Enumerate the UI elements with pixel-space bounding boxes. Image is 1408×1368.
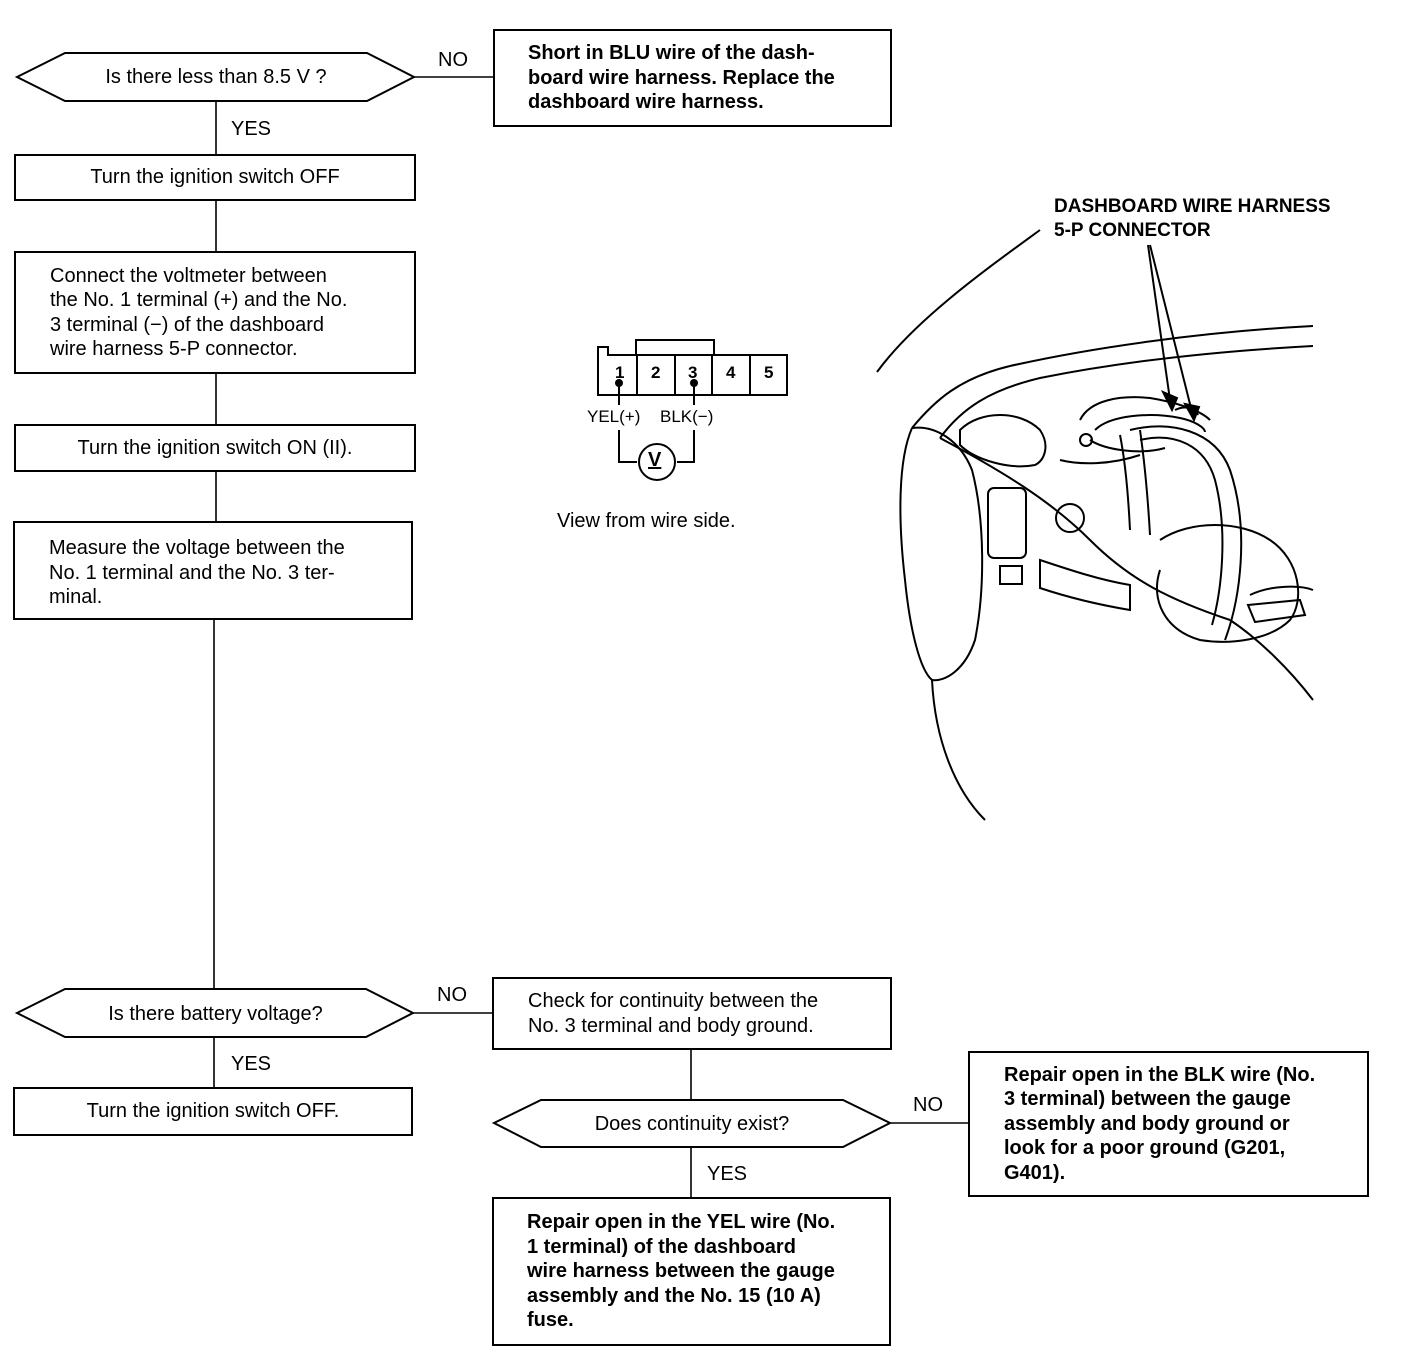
yel-wire-label: YEL(+) [587,407,641,426]
decision-shape-q1 [14,52,417,102]
voltmeter-symbol: V [648,449,662,471]
result-repair-yel-wire: Repair open in the YEL wire (No. 1 termi… [492,1197,891,1346]
result-repair-yel-wire-text: Repair open in the YEL wire (No. 1 termi… [527,1211,836,1332]
terminal-5-label: 5 [764,363,774,382]
decision-shape-q2 [14,988,416,1038]
terminal-1-label: 1 [615,363,625,382]
step-turn-ignition-off-text: Turn the ignition switch OFF [90,166,340,189]
decision-q3-text: Does continuity exist? [594,1113,790,1135]
step-turn-ignition-on-text: Turn the ignition switch ON (II). [77,436,353,459]
result-short-blu-wire: Short in BLU wire of the dash- board wir… [493,29,892,127]
step-connect-voltmeter: Connect the voltmeter between the No. 1 … [14,251,416,374]
terminal-4-label: 4 [726,363,736,382]
connector-callout: DASHBOARD WIRE HARNESS 5-P CONNECTOR [1054,196,1331,241]
decision-q2-text: Is there battery voltage? [108,1003,323,1025]
step-turn-ignition-off-2-text: Turn the ignition switch OFF. [86,1100,340,1123]
step-connect-voltmeter-text: Connect the voltmeter between the No. 1 … [50,264,348,361]
connector-diagram [597,339,788,481]
step-turn-ignition-on: Turn the ignition switch ON (II). [14,424,416,472]
step-check-continuity: Check for continuity between the No. 3 t… [492,977,892,1050]
connector-caption: View from wire side. [557,510,736,532]
q2-yes-label: YES [231,1053,272,1075]
q2-no-label: NO [437,984,467,1006]
decision-shape-q3 [491,1099,893,1148]
result-short-blu-wire-text: Short in BLU wire of the dash- board wir… [528,42,835,114]
result-repair-blk-wire-text: Repair open in the BLK wire (No. 3 termi… [1004,1063,1316,1184]
q1-yes-label: YES [231,118,272,140]
terminal-2-label: 2 [651,363,661,382]
q3-yes-label: YES [707,1163,748,1185]
step-turn-ignition-off: Turn the ignition switch OFF [14,154,416,201]
dashboard-illustration [876,229,1314,821]
terminal-3-label: 3 [688,363,698,382]
blk-wire-label: BLK(−) [660,407,714,426]
result-repair-blk-wire: Repair open in the BLK wire (No. 3 termi… [968,1051,1369,1197]
step-check-continuity-text: Check for continuity between the No. 3 t… [528,990,819,1037]
step-measure-voltage: Measure the voltage between the No. 1 te… [13,521,413,620]
q1-no-label: NO [438,49,468,71]
decision-q1-text: Is there less than 8.5 V ? [105,66,327,88]
q3-no-label: NO [913,1094,943,1116]
step-turn-ignition-off-2: Turn the ignition switch OFF. [13,1087,413,1136]
step-measure-voltage-text: Measure the voltage between the No. 1 te… [49,537,345,608]
